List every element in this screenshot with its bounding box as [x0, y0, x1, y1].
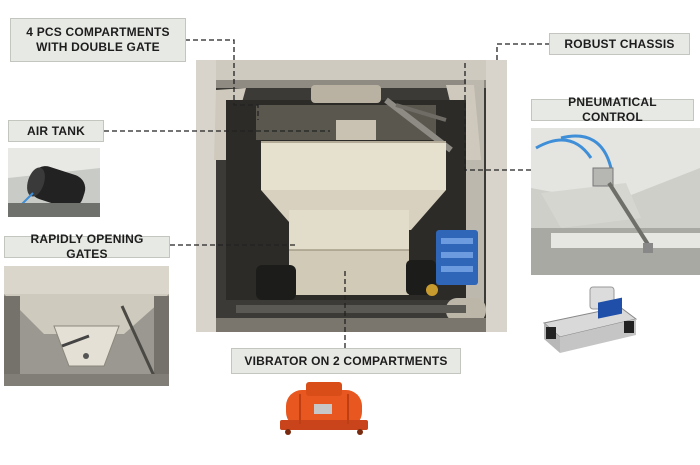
pneumatic-illustration [531, 128, 700, 275]
vibrator-photo [276, 376, 372, 442]
pneumatic-photo [531, 128, 700, 275]
pneumatic-callout-text: PNEUMATICAL CONTROL [568, 95, 657, 124]
air-tank-illustration [8, 148, 100, 217]
compartments-callout: 4 PCS COMPARTMENTS WITH DOUBLE GATE [10, 18, 186, 62]
solenoid-valve-illustration [540, 285, 640, 355]
solenoid-valve-photo [540, 285, 640, 355]
vibrator-callout-text: VIBRATOR ON 2 COMPARTMENTS [244, 353, 448, 368]
machine-illustration [196, 60, 507, 332]
gates-photo [4, 266, 169, 386]
air-tank-callout-text: AIR TANK [26, 123, 86, 138]
chassis-callout-text: ROBUST CHASSIS [564, 36, 675, 51]
vibrator-illustration [276, 376, 372, 442]
pneumatic-callout: PNEUMATICAL CONTROL [531, 95, 694, 124]
chassis-callout: ROBUST CHASSIS [549, 33, 690, 55]
gates-illustration [4, 266, 169, 386]
main-machine-photo [196, 60, 507, 332]
gates-callout: RAPIDLY OPENING GATES [4, 232, 170, 261]
compartments-callout-text: 4 PCS COMPARTMENTS WITH DOUBLE GATE [26, 25, 170, 54]
vibrator-callout: VIBRATOR ON 2 COMPARTMENTS [231, 348, 461, 374]
air-tank-photo [8, 148, 100, 217]
gates-callout-text: RAPIDLY OPENING GATES [30, 232, 144, 261]
air-tank-callout: AIR TANK [8, 120, 104, 142]
